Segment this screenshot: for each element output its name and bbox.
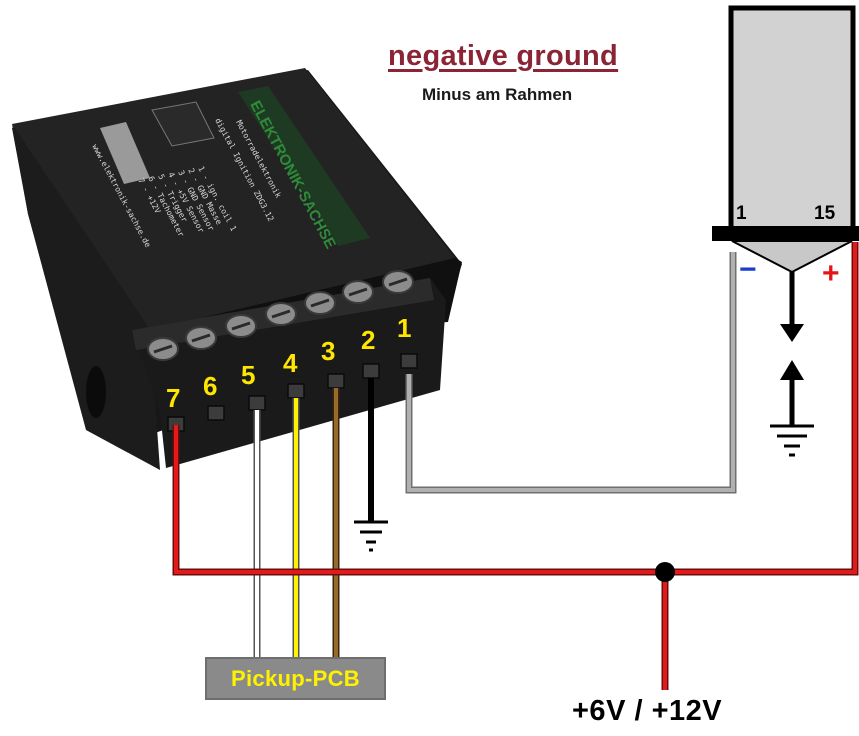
coil-wire-outline bbox=[405, 252, 737, 494]
module-mounting-lug bbox=[86, 366, 106, 418]
terminal-number-7: 7 bbox=[166, 383, 180, 413]
terminal-hole bbox=[327, 373, 345, 389]
coil-terminal-15-label: 15 bbox=[814, 203, 836, 224]
terminal-block: 7 6 5 4 3 2 1 bbox=[132, 270, 446, 468]
terminal-number-3: 3 bbox=[321, 336, 335, 366]
terminal-screws bbox=[147, 270, 414, 361]
coil-minus-sign: − bbox=[739, 253, 757, 286]
coil-body bbox=[728, 5, 856, 233]
terminal-number-6: 6 bbox=[203, 371, 217, 401]
module-side-face bbox=[12, 124, 160, 470]
ground-symbol-module bbox=[354, 520, 388, 552]
pickup-pcb-label: Pickup-PCB bbox=[231, 666, 360, 691]
terminal-number-2: 2 bbox=[361, 325, 375, 355]
terminal-screw-slot bbox=[388, 277, 408, 287]
terminal-hole bbox=[287, 383, 305, 399]
module-brand-strip bbox=[238, 86, 370, 246]
coil-plus-sign: + bbox=[822, 257, 840, 290]
spark-gap-symbol bbox=[770, 272, 814, 457]
pickup-pcb-box: Pickup-PCB bbox=[205, 657, 386, 700]
terminal-screw-slot bbox=[191, 333, 211, 343]
terminal-screw-slot bbox=[271, 309, 291, 319]
terminal-hole bbox=[207, 405, 225, 421]
ignition-coil: 1 15 − + bbox=[712, 5, 859, 290]
terminal-number-4: 4 bbox=[283, 348, 298, 378]
wires bbox=[172, 242, 859, 690]
terminal-hole bbox=[362, 363, 380, 379]
terminal-hole bbox=[400, 353, 418, 369]
supply-voltage-label: +6V / +12V bbox=[572, 695, 723, 727]
terminal-number-5: 5 bbox=[241, 360, 255, 390]
coil-terminal-1-label: 1 bbox=[736, 203, 747, 224]
terminal-screw-slot bbox=[310, 298, 330, 308]
coil-wire bbox=[407, 252, 735, 492]
terminal-number-1: 1 bbox=[397, 313, 411, 343]
terminal-screw-slot bbox=[231, 321, 251, 331]
module-white-label bbox=[100, 122, 150, 184]
module-barcode bbox=[151, 101, 215, 147]
terminal-screw-slot bbox=[153, 344, 173, 354]
terminal-screw-slot bbox=[348, 287, 368, 297]
terminal-hole bbox=[248, 395, 266, 411]
diagram-title: negative ground bbox=[388, 40, 619, 72]
supply-wire bbox=[174, 242, 857, 574]
diagram-subtitle: Minus am Rahmen bbox=[422, 85, 573, 104]
coil-terminal-bar bbox=[712, 226, 859, 241]
supply-junction-dot bbox=[655, 562, 675, 582]
coil-cone bbox=[731, 240, 853, 274]
